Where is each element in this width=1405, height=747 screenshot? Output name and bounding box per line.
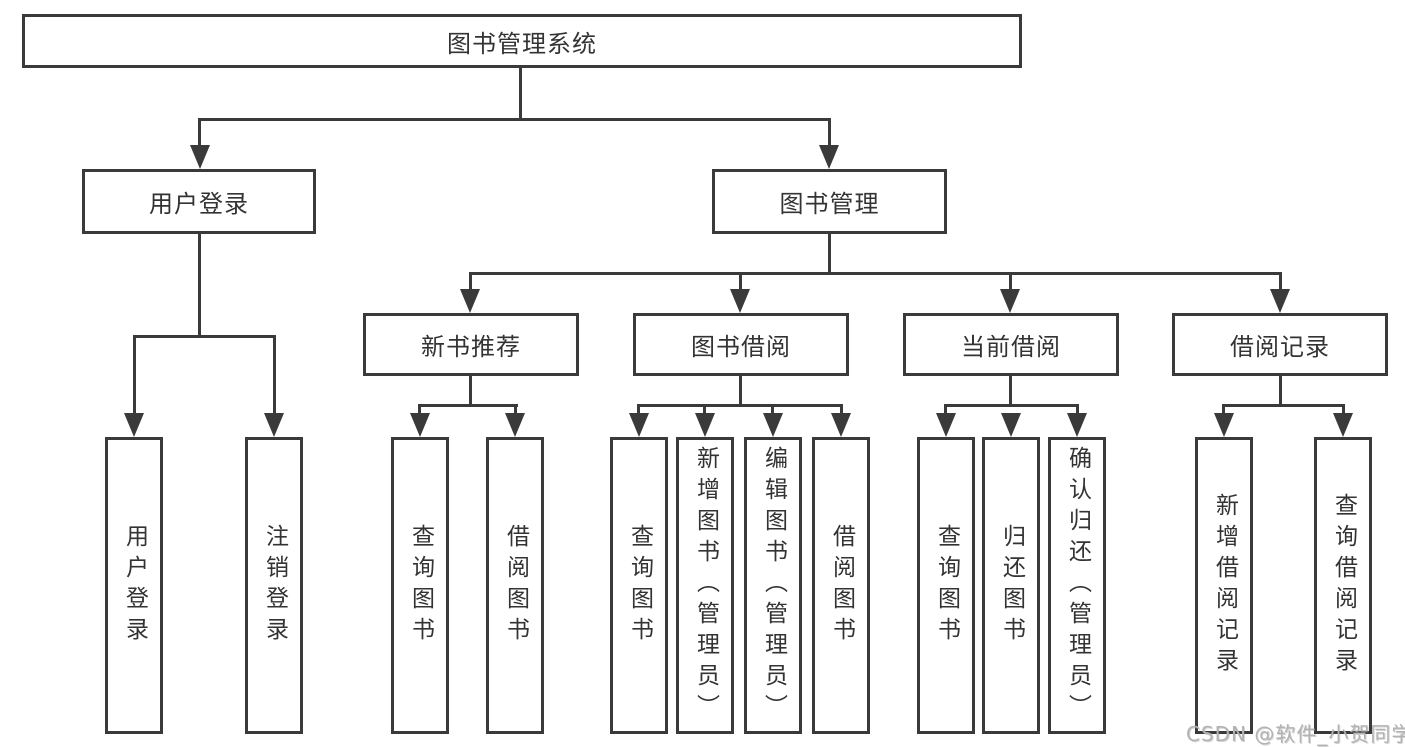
connector-line <box>198 118 201 148</box>
arrow-down-icon <box>190 145 210 169</box>
connector-line <box>1279 272 1282 294</box>
node-user-login: 用户登录 <box>82 169 316 234</box>
node-current-borrow: 当前借阅 <box>903 313 1119 376</box>
node-root: 图书管理系统 <box>22 14 1022 68</box>
connector-line <box>133 335 276 338</box>
node-add-borrow-record: 新增借阅记录 <box>1195 437 1253 734</box>
arrow-down-icon <box>1270 289 1290 313</box>
node-recommend-query-books: 查询图书 <box>391 437 449 734</box>
arrow-down-icon <box>1000 289 1020 313</box>
node-borrow-query-books: 查询图书 <box>610 437 668 734</box>
node-new-book-recommend: 新书推荐 <box>363 313 579 376</box>
arrow-down-icon <box>819 145 839 169</box>
arrow-down-icon <box>629 413 649 437</box>
node-query-borrow-record: 查询借阅记录 <box>1314 437 1372 734</box>
connector-line <box>739 376 742 407</box>
arrow-down-icon <box>695 413 715 437</box>
connector-line <box>514 404 517 418</box>
connector-line <box>739 272 742 294</box>
connector-line <box>637 404 843 407</box>
arrow-down-icon <box>730 289 750 313</box>
connector-line <box>1222 404 1225 418</box>
arrow-down-icon <box>936 413 956 437</box>
arrow-down-icon <box>1214 413 1234 437</box>
connector-line <box>703 404 706 418</box>
arrow-down-icon <box>505 413 525 437</box>
node-login-action: 用户登录 <box>105 437 163 734</box>
connector-line <box>519 66 522 121</box>
connector-line <box>1342 404 1345 418</box>
node-current-query-books: 查询图书 <box>917 437 975 734</box>
connector-line <box>418 404 518 407</box>
connector-line <box>1009 272 1012 294</box>
connector-line <box>840 404 843 418</box>
node-confirm-return-admin: 确认归还（管理员） <box>1048 437 1106 734</box>
connector-line <box>418 404 421 418</box>
node-logout-action: 注销登录 <box>245 437 303 734</box>
arrow-down-icon <box>1067 413 1087 437</box>
connector-line <box>273 335 276 415</box>
connector-line <box>637 404 640 418</box>
connector-line <box>1009 376 1012 407</box>
arrow-down-icon <box>124 413 144 437</box>
arrow-down-icon <box>1333 413 1353 437</box>
connector-line <box>1076 404 1079 418</box>
connector-line <box>828 234 831 275</box>
node-recommend-borrow-books: 借阅图书 <box>486 437 544 734</box>
arrow-down-icon <box>410 413 430 437</box>
connector-line <box>1222 404 1345 407</box>
arrow-down-icon <box>831 413 851 437</box>
watermark: CSDN @软件_小贺同学 <box>1186 722 1405 746</box>
node-borrow-borrow-books: 借阅图书 <box>812 437 870 734</box>
node-book-borrow: 图书借阅 <box>633 313 849 376</box>
node-add-books-admin: 新增图书（管理员） <box>676 437 734 734</box>
connector-line <box>1279 376 1282 407</box>
connector-line <box>469 272 472 294</box>
connector-line <box>771 404 774 418</box>
node-book-management: 图书管理 <box>712 169 947 234</box>
connector-line <box>944 404 1079 407</box>
connector-line <box>198 234 201 338</box>
connector-line <box>469 272 1282 275</box>
connector-line <box>198 118 831 121</box>
arrow-down-icon <box>264 413 284 437</box>
node-edit-books-admin: 编辑图书（管理员） <box>744 437 802 734</box>
arrow-down-icon <box>460 289 480 313</box>
connector-line <box>469 376 472 407</box>
node-return-books: 归还图书 <box>982 437 1040 734</box>
arrow-down-icon <box>1001 413 1021 437</box>
connector-line <box>944 404 947 418</box>
node-borrow-records: 借阅记录 <box>1172 313 1388 376</box>
arrow-down-icon <box>763 413 783 437</box>
connector-line <box>828 118 831 148</box>
connector-line <box>133 335 136 415</box>
